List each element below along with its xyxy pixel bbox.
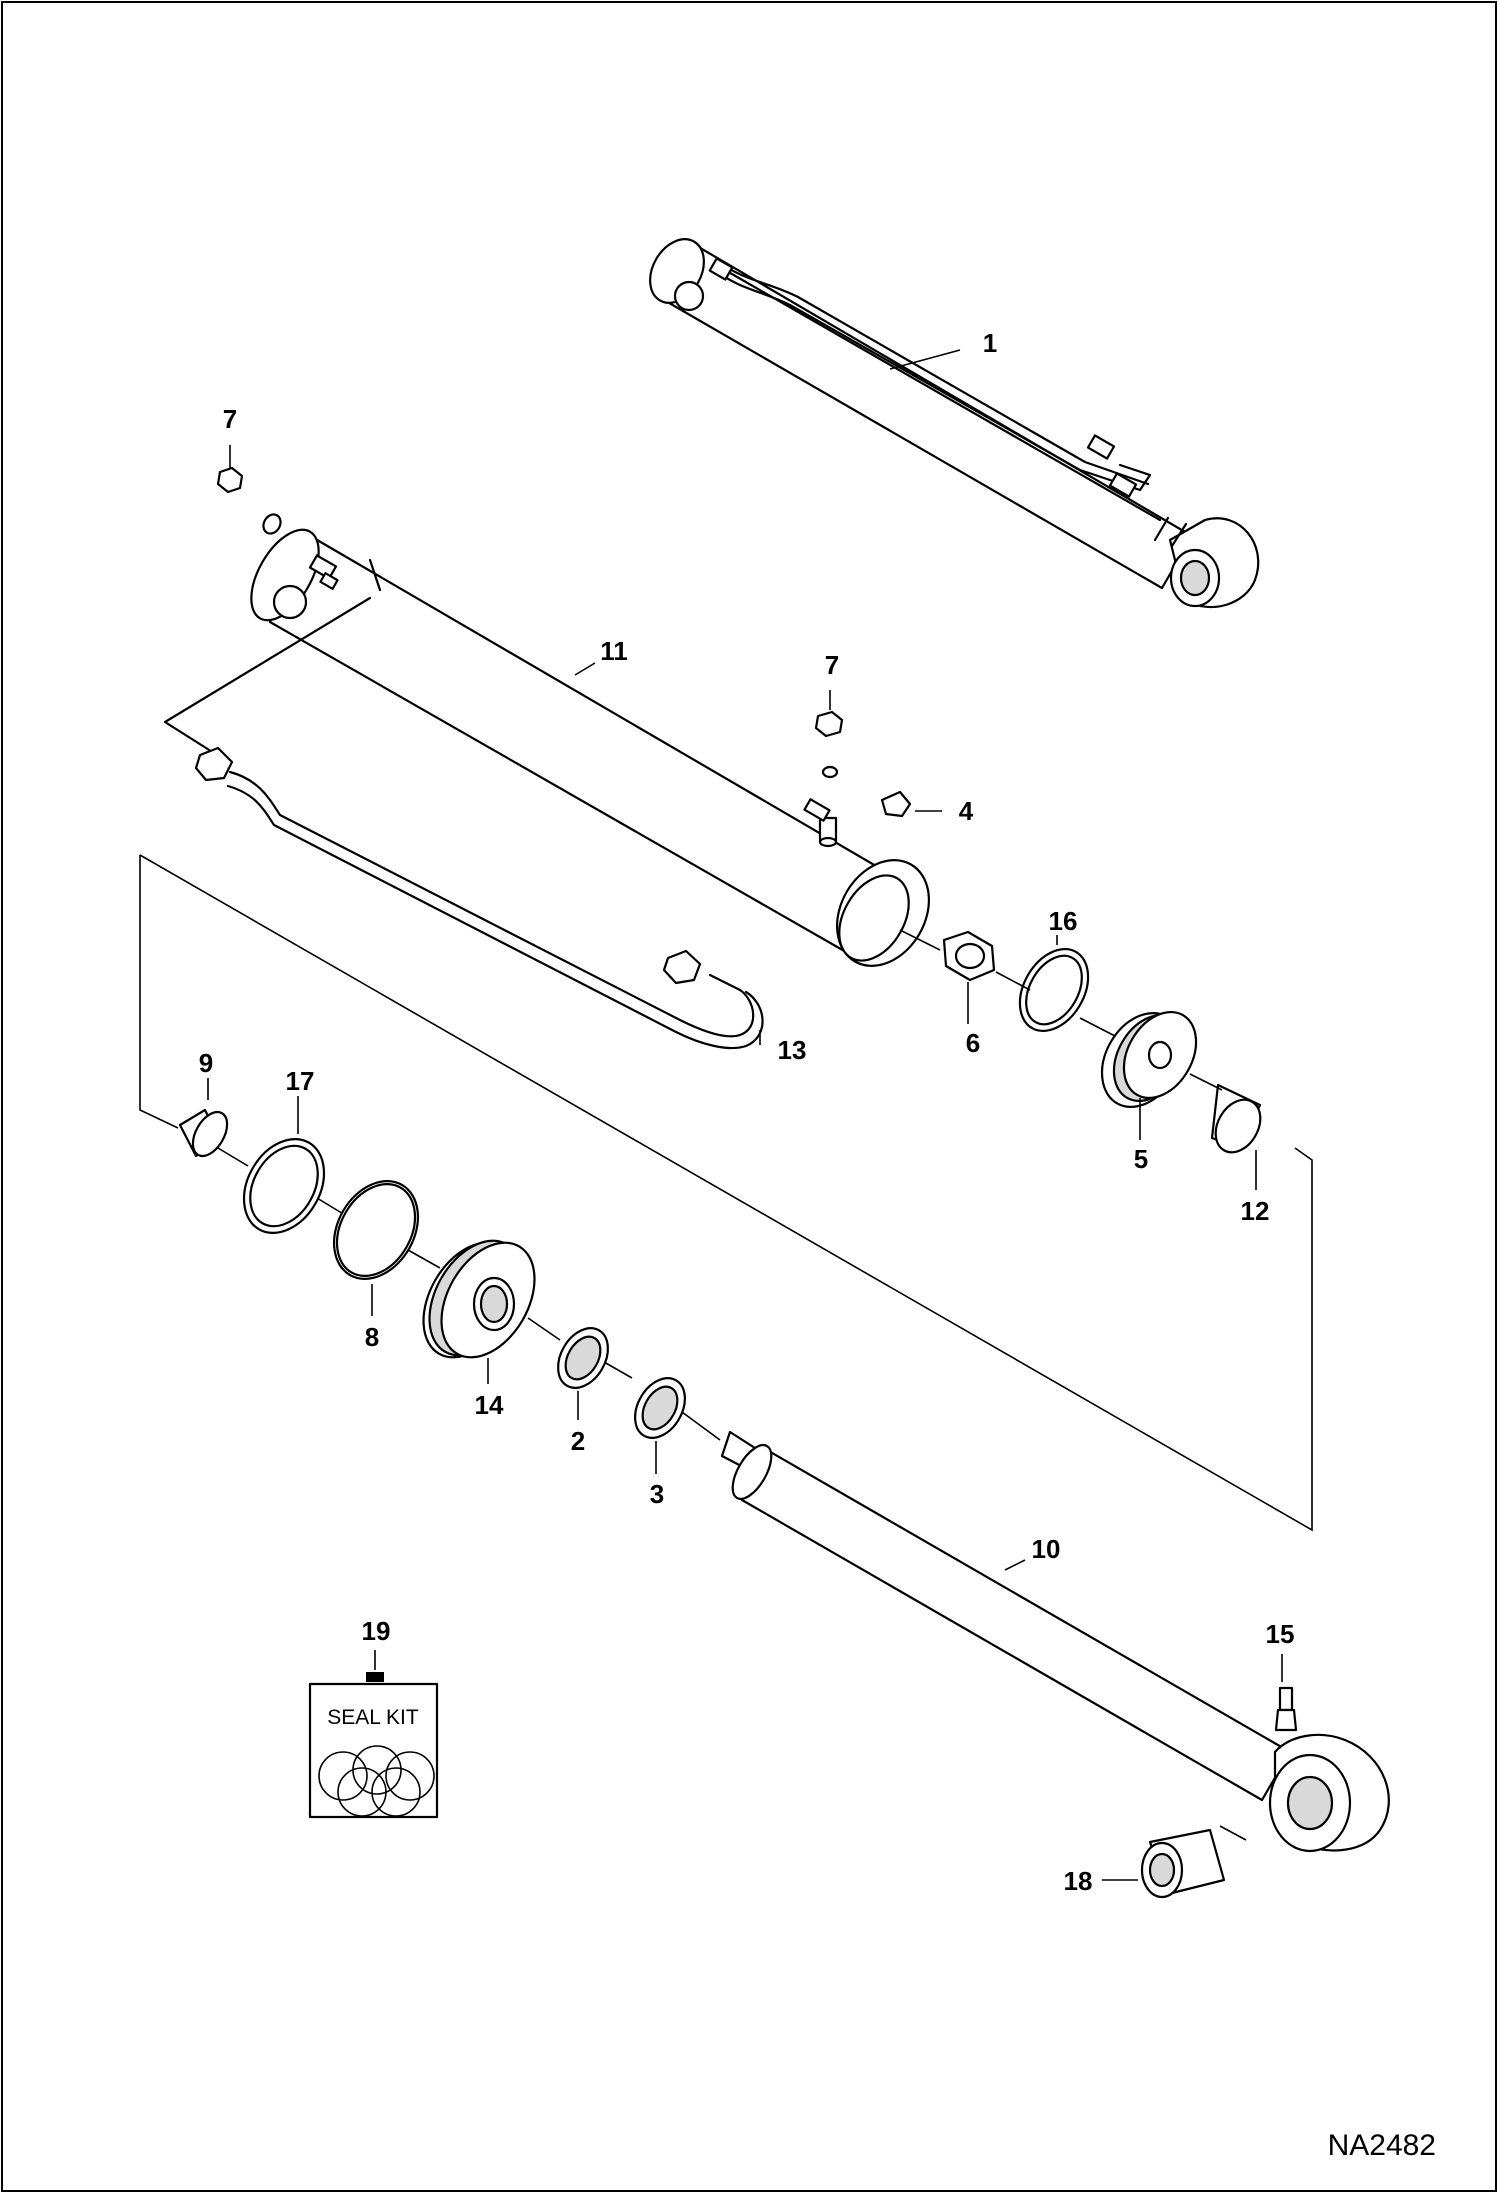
callout-12: 12 xyxy=(1241,1196,1270,1226)
hydraulic-tube xyxy=(163,596,764,1050)
fitting-plug-middle xyxy=(814,690,844,779)
bushing-barrel xyxy=(1210,1083,1262,1190)
callout-6: 6 xyxy=(966,1028,980,1058)
callout-7-top: 7 xyxy=(223,404,237,434)
assembly-axis-lines xyxy=(217,929,1247,1841)
callout-18: 18 xyxy=(1064,1866,1093,1896)
explode-bracket-right xyxy=(139,854,1313,1532)
callout-1: 1 xyxy=(983,328,997,358)
seal-kit-icon xyxy=(308,1650,439,1819)
wiper-seal xyxy=(634,1377,686,1474)
callout-9: 9 xyxy=(199,1048,213,1078)
callout-8: 8 xyxy=(365,1322,379,1352)
fitting-elbow xyxy=(880,790,942,818)
leader-1 xyxy=(889,349,961,370)
callout-16: 16 xyxy=(1049,906,1078,936)
callout-10: 10 xyxy=(1032,1534,1061,1564)
callout-15: 15 xyxy=(1266,1619,1295,1649)
leader-11 xyxy=(574,662,596,676)
rod-seal xyxy=(557,1327,609,1420)
callout-13: 13 xyxy=(778,1035,807,1065)
piston xyxy=(1100,1010,1198,1140)
grease-fitting xyxy=(1274,1654,1298,1732)
callout-17: 17 xyxy=(286,1066,315,1096)
cylinder-head-gland xyxy=(422,1239,536,1384)
callout-5: 5 xyxy=(1134,1144,1148,1174)
backup-ring xyxy=(242,1096,326,1234)
explode-bracket-left xyxy=(139,855,179,1129)
cylinder-barrel xyxy=(250,528,931,967)
nut-gland xyxy=(178,1078,229,1158)
fitting-plug-top xyxy=(216,445,282,535)
callout-19: 19 xyxy=(362,1616,391,1646)
seal-kit-label: SEAL KIT xyxy=(327,1706,419,1729)
callout-3: 3 xyxy=(650,1479,664,1509)
bushing-rod xyxy=(1102,1828,1226,1899)
assembled-cylinder xyxy=(649,238,1260,609)
callout-14: 14 xyxy=(475,1390,504,1420)
callout-2: 2 xyxy=(571,1426,585,1456)
callout-11: 11 xyxy=(600,636,628,666)
wear-ring xyxy=(1018,935,1090,1033)
piston-rod xyxy=(720,1430,1390,1853)
piston-nut xyxy=(942,930,996,1024)
callout-4: 4 xyxy=(959,796,974,826)
drawing-reference: NA2482 xyxy=(1328,2129,1436,2162)
callout-7-middle: 7 xyxy=(825,650,839,680)
o-ring xyxy=(332,1180,420,1316)
